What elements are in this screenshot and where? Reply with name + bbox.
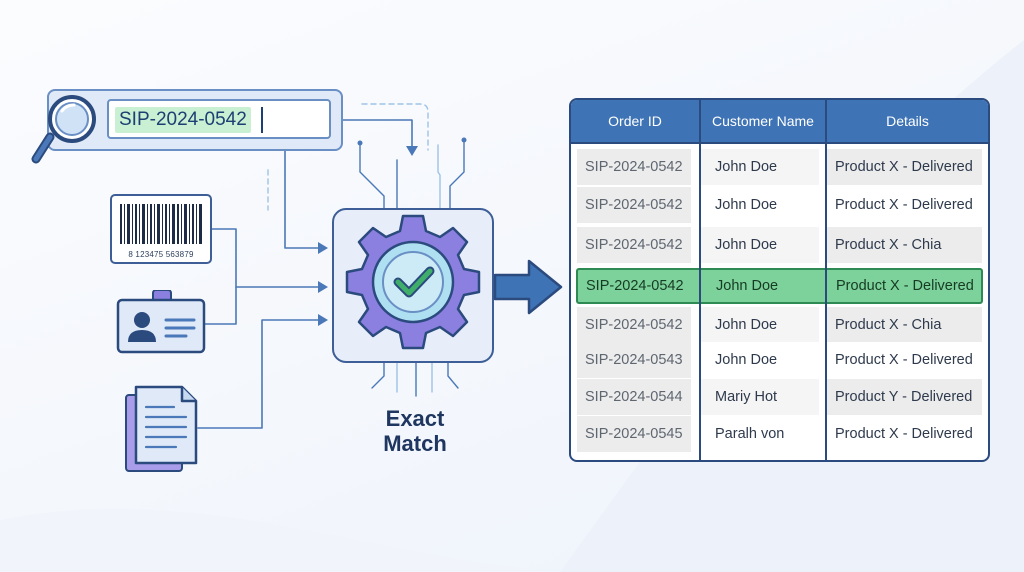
document-icon (125, 385, 198, 472)
search-box[interactable]: SIP-2024-0542 (47, 89, 343, 151)
details-cell: Product X - Chia (825, 307, 982, 343)
results-table: Order ID Customer Name Details SIP-2024-… (569, 98, 990, 462)
details-cell: Product X - Delivered (825, 187, 982, 223)
order-id-cell: SIP-2024-0542 (577, 307, 691, 343)
engine-label: Exact Match (360, 406, 470, 456)
customer-name-cell: Mariy Hot (701, 379, 819, 415)
customer-name-cell: John Doe (701, 149, 819, 185)
table-header: Order ID Customer Name Details (571, 100, 988, 144)
header-order-id: Order ID (608, 113, 662, 129)
barcode-card: 8 123475 563879 (110, 194, 212, 264)
id-badge-icon (116, 290, 206, 354)
order-id-cell: SIP-2024-0543 (577, 342, 691, 378)
customer-name-cell: John Doe (701, 342, 819, 378)
gear-check-icon (345, 214, 481, 350)
customer-name-cell: John Doe (701, 307, 819, 343)
order-id-cell: SIP-2024-0542 (586, 278, 684, 294)
search-value: SIP-2024-0542 (115, 107, 251, 133)
details-cell: Product X - Chia (825, 227, 982, 263)
header-customer-name: Customer Name (712, 113, 814, 129)
customer-name-cell: John Doe (701, 187, 819, 223)
engine-label-line1: Exact (385, 406, 445, 431)
magnifier-icon (31, 95, 96, 164)
customer-name-cell: John Doe (701, 227, 819, 263)
table-row-matched[interactable]: SIP-2024-0542 John Doe Product X - Deliver… (576, 268, 983, 304)
order-id-cell: SIP-2024-0542 (577, 187, 691, 223)
engine-label-line2: Match (383, 431, 447, 456)
customer-name-cell: Paralh von (701, 416, 819, 452)
details-cell: Product X - Delivered (825, 342, 982, 378)
header-details: Details (886, 113, 929, 129)
search-input[interactable]: SIP-2024-0542 (107, 99, 331, 139)
barcode-icon (120, 204, 202, 244)
order-id-cell: SIP-2024-0545 (577, 416, 691, 452)
column-divider (699, 100, 701, 460)
right-arrow-icon (493, 259, 563, 315)
details-cell: Product X - Delivered (825, 149, 982, 185)
barcode-digits: 8 123475 563879 (128, 250, 194, 259)
details-cell: Product X - Delivered (836, 278, 974, 294)
text-caret (261, 107, 263, 133)
order-id-cell: SIP-2024-0544 (577, 379, 691, 415)
order-id-cell: SIP-2024-0542 (577, 227, 691, 263)
customer-name-cell: John Doe (716, 278, 779, 294)
order-id-cell: SIP-2024-0542 (577, 149, 691, 185)
column-divider (825, 100, 827, 460)
details-cell: Product Y - Delivered (825, 379, 982, 415)
details-cell: Product X - Delivered (825, 416, 982, 452)
